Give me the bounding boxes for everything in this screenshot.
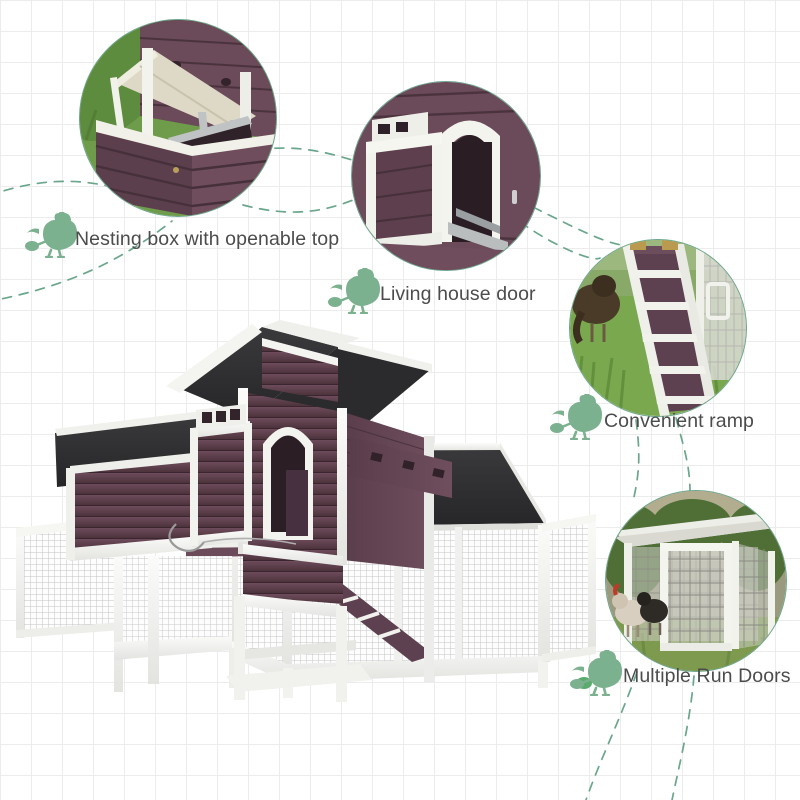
hen-icon-nesting-box: [25, 212, 77, 258]
hen-icon-multiple-run-doors: [570, 650, 622, 696]
photo-hen-black: [637, 592, 668, 635]
hen-icon-living-house-door: [328, 268, 380, 314]
connector-run-bottom-a: [585, 671, 638, 800]
callout-multiple-run-doors[interactable]: [605, 490, 787, 672]
connector-door-ramp-a: [519, 221, 601, 260]
connector-ramp-run-a: [633, 419, 640, 498]
connector-bridge-b: [242, 199, 354, 213]
feature-label-convenient-ramp: Convenient ramp: [604, 410, 754, 432]
feature-label-nesting-box: Nesting box with openable top: [75, 228, 340, 250]
callout-nesting-box[interactable]: [79, 19, 277, 217]
living-house-door-photo: [352, 82, 540, 270]
callout-convenient-ramp[interactable]: [569, 239, 747, 417]
multiple-run-doors-photo: [606, 491, 786, 671]
convenient-ramp-photo: [570, 240, 746, 416]
callout-living-house-door[interactable]: [351, 81, 541, 271]
feature-label-multiple-run-doors: Multiple Run Doors: [623, 665, 791, 687]
hen-icon-convenient-ramp: [550, 394, 602, 440]
feature-label-living-house-door: Living house door: [380, 283, 536, 305]
connector-door-ramp-b: [532, 206, 623, 246]
nesting-box-photo: [80, 20, 276, 216]
connector-ramp-run-b: [675, 417, 691, 493]
connector-nesting-b: [0, 220, 173, 301]
photo-hen-white: [612, 583, 649, 637]
